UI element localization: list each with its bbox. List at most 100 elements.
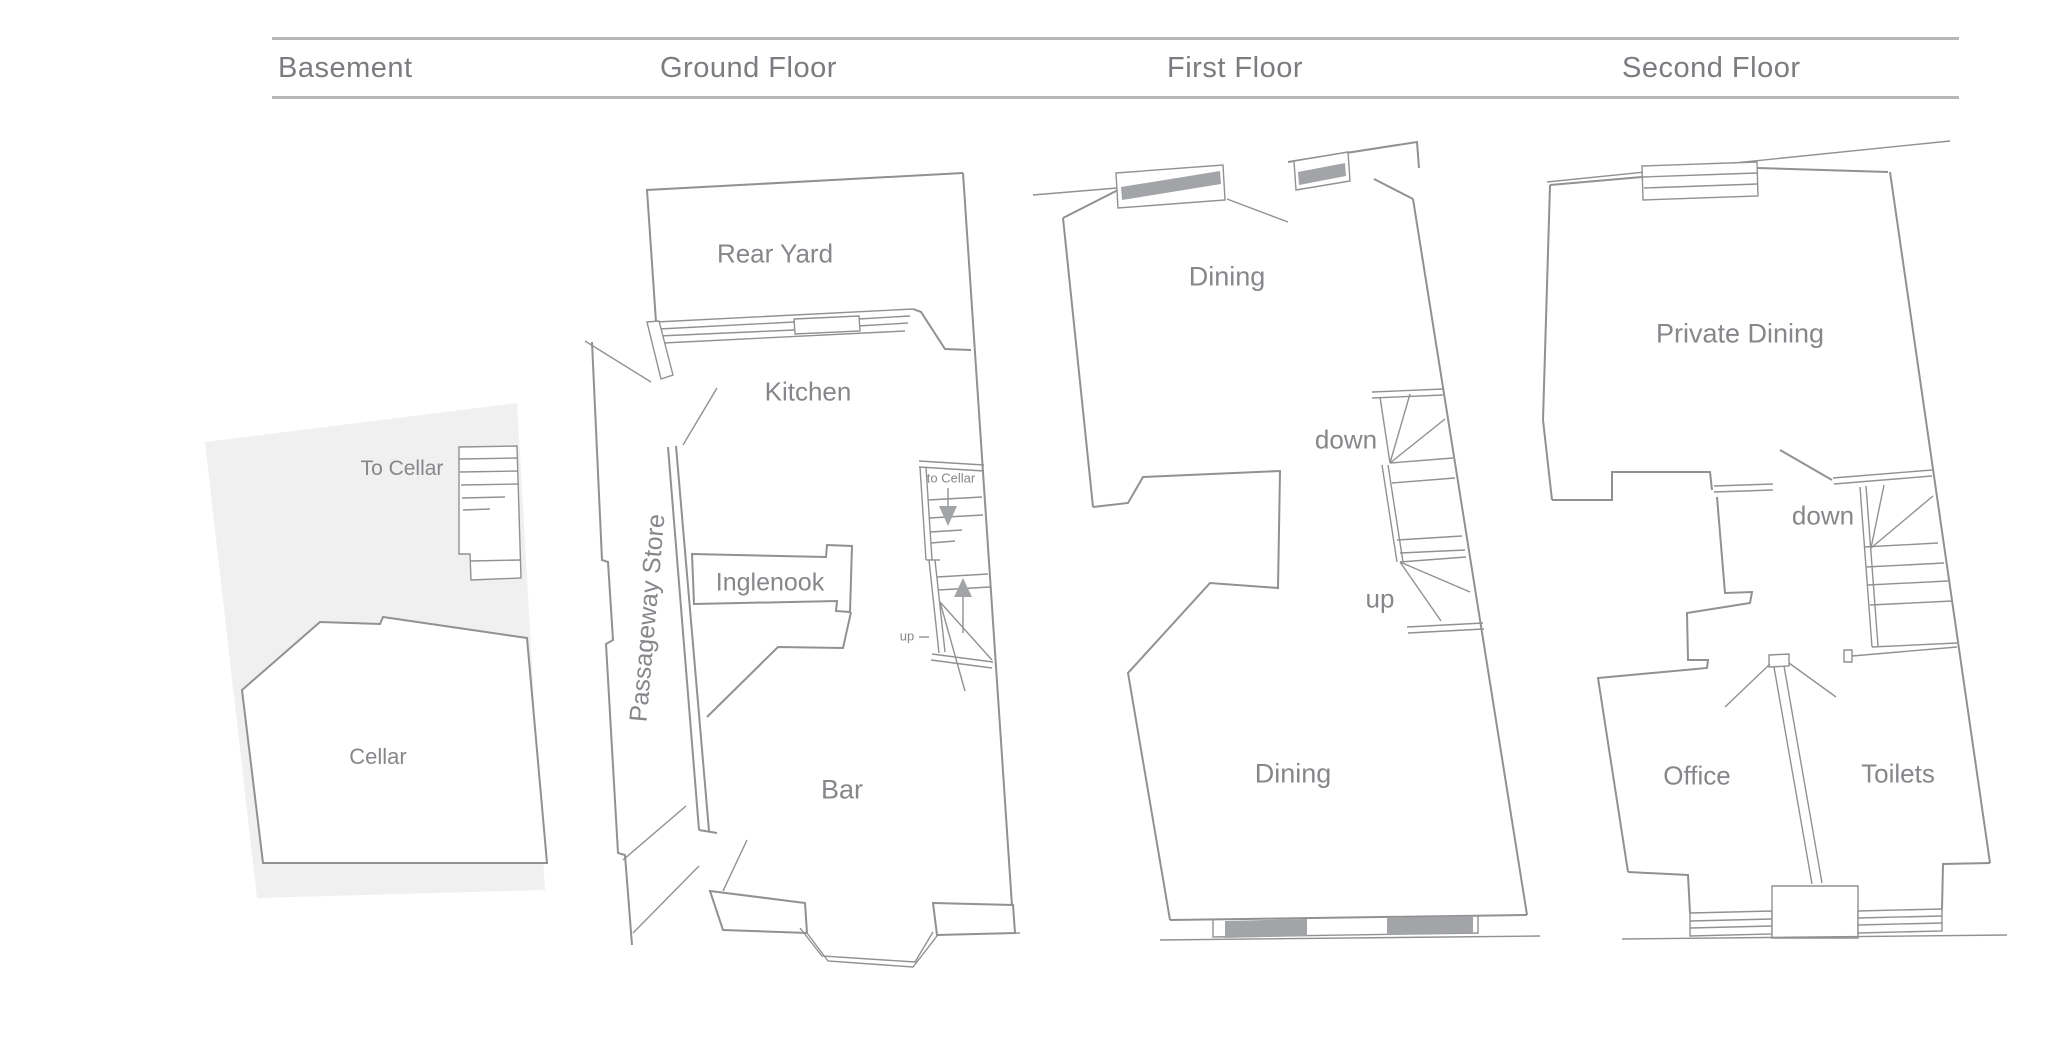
toilets-bottom-wall — [1941, 862, 1991, 910]
office-window-frame — [1689, 910, 1773, 937]
first-dining-lower-label: Dining — [1254, 758, 1332, 789]
ground-stairs-lower-left-wall — [928, 559, 946, 654]
first-door-leaf — [1226, 198, 1289, 223]
second-stairs-top-cap — [1832, 469, 1933, 485]
inglenook-label: Inglenook — [715, 568, 825, 597]
first-stairs-mid-wall — [1381, 464, 1404, 563]
cellar-label: Cellar — [349, 744, 407, 769]
first-stairs-upper-wall — [1379, 396, 1391, 464]
ground-up-label: up — [899, 628, 915, 644]
passageway-hatch-lines — [622, 805, 700, 934]
ground-to-cellar-label: to Cellar — [926, 470, 976, 486]
second-floor-plan — [1541, 140, 2008, 940]
first-right-wall — [1412, 198, 1528, 916]
ground-stairs-winders — [939, 601, 993, 692]
first-stairs-upper-winders — [1389, 393, 1454, 464]
second-stairs-entry-diagonal — [1779, 449, 1833, 481]
ground-staircase — [918, 460, 994, 692]
bar-door-leaf — [722, 839, 748, 892]
kitchen-corner-pier — [646, 320, 674, 380]
kitchen-passage-double-wall — [667, 445, 718, 834]
first-window-1-glass — [1121, 171, 1221, 200]
first-bottom-window-band — [1212, 916, 1479, 938]
ground-stairs-bottom-cap — [930, 653, 994, 669]
ground-floor-plan — [584, 172, 1021, 968]
floor-title-ground: Ground Floor — [660, 52, 837, 84]
second-opening-band — [1713, 483, 1774, 493]
bar-label: Bar — [820, 774, 864, 805]
first-bottom-window-glass-left — [1225, 919, 1307, 938]
floor-title-basement: Basement — [278, 52, 413, 84]
second-baseline — [1621, 934, 2008, 940]
ground-right-wall — [962, 172, 1013, 907]
up-arrow-icon — [954, 578, 972, 597]
kitchen-label: Kitchen — [764, 376, 852, 407]
first-baseline — [1159, 935, 1541, 941]
second-stairs-winders — [1870, 484, 1934, 549]
ground-stairs-upper-treads — [927, 496, 984, 544]
basement-stairs-treads — [458, 457, 521, 562]
second-top-walls — [1549, 167, 1889, 186]
second-left-wall — [1541, 184, 1553, 501]
chimney-breast-box — [1771, 885, 1859, 939]
first-down-label: down — [1314, 424, 1378, 455]
bar-front-right-pier — [931, 901, 1017, 937]
first-floor-plan — [1032, 140, 1541, 941]
office-toilets-divider-wall — [1773, 665, 1823, 885]
second-interior-walls-lower — [1596, 496, 1754, 873]
toilets-window-mullions — [1857, 915, 1943, 926]
first-left-wall — [1062, 217, 1094, 508]
header-rule-top — [272, 37, 1959, 40]
toilets-window-frame — [1857, 908, 1943, 934]
first-bottom-wall — [1169, 914, 1528, 921]
ground-baseline — [936, 932, 1021, 936]
second-down-label: down — [1791, 500, 1855, 531]
bar-front-left-pier — [708, 889, 809, 935]
rear-yard-door-panel — [793, 315, 861, 335]
rear-yard-band-right-closure — [912, 308, 972, 351]
first-staircase — [1371, 388, 1485, 634]
second-stairs-threshold-line — [1851, 646, 1958, 657]
floor-title-second: Second Floor — [1622, 52, 1801, 84]
second-interior-walls-upper — [1552, 471, 1713, 501]
second-right-wall — [1889, 171, 1991, 864]
second-top-window-mullions — [1642, 172, 1759, 189]
office-window-mullions — [1689, 918, 1773, 929]
first-interior-walls — [1092, 469, 1282, 921]
first-right-corner-wall — [1373, 178, 1414, 200]
office-label: Office — [1663, 760, 1731, 791]
second-top-boundary — [1546, 140, 1951, 183]
bar-kitchen-divider-wall — [706, 611, 852, 718]
passageway-boundary-diagonal — [584, 340, 652, 383]
ground-stairs-upper-left-wall — [919, 466, 933, 561]
second-stairs-treads — [1863, 542, 1953, 606]
second-top-window-frame — [1641, 161, 1759, 201]
rear-yard-window-band — [655, 308, 914, 344]
bay-window-outer-line — [806, 932, 938, 968]
office-bottom-wall — [1627, 871, 1691, 914]
ground-stairs-top-cap — [918, 460, 985, 472]
second-stairs-threshold-post — [1843, 649, 1853, 663]
cellar-room-outline — [240, 615, 549, 864]
basement-plan — [205, 403, 549, 898]
first-up-label: up — [1365, 583, 1395, 614]
bay-window-inner-line — [799, 927, 934, 963]
toilets-label: Toilets — [1861, 758, 1935, 789]
first-bottom-window-glass-right — [1387, 916, 1473, 935]
chimney-flue-box — [1768, 653, 1790, 668]
down-arrow-icon — [939, 506, 957, 526]
basement-to-cellar-label: To Cellar — [360, 457, 444, 480]
passageway-left-wall — [591, 341, 633, 946]
first-top-wall-left — [1062, 189, 1119, 219]
header-rule-bottom — [272, 96, 1959, 99]
first-topleft-boundary — [1032, 187, 1118, 196]
second-stairs-bottom — [1871, 642, 1958, 648]
first-window-2-glass — [1298, 163, 1346, 185]
floor-title-first: First Floor — [1167, 52, 1303, 84]
second-staircase — [1832, 469, 1958, 663]
first-stairs-lower-winders — [1399, 556, 1471, 622]
first-stairs-mid-treads — [1391, 477, 1466, 554]
chimney-flue-diagonals — [1724, 662, 1837, 708]
